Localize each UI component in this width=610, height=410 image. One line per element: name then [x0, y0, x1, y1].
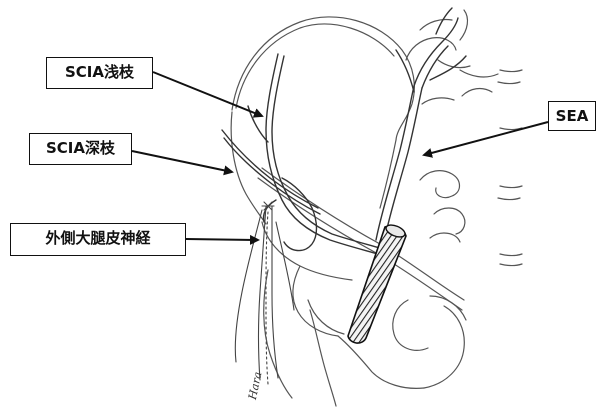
- label-sea: SEA: [548, 101, 596, 131]
- femoral-vessel-tube: [348, 223, 407, 343]
- annotation-arrows: [132, 72, 548, 240]
- arrow-lfcn: [186, 239, 258, 240]
- arrow-sea: [424, 122, 548, 155]
- label-lateral-femoral-cutaneous-nerve: 外側大腿皮神経: [10, 223, 186, 256]
- scia-vessels: [222, 54, 380, 254]
- arrow-scia-deep: [132, 151, 232, 172]
- label-scia-superficial: SCIA浅枝: [46, 57, 153, 89]
- label-scia-deep: SCIA深枝: [29, 133, 132, 165]
